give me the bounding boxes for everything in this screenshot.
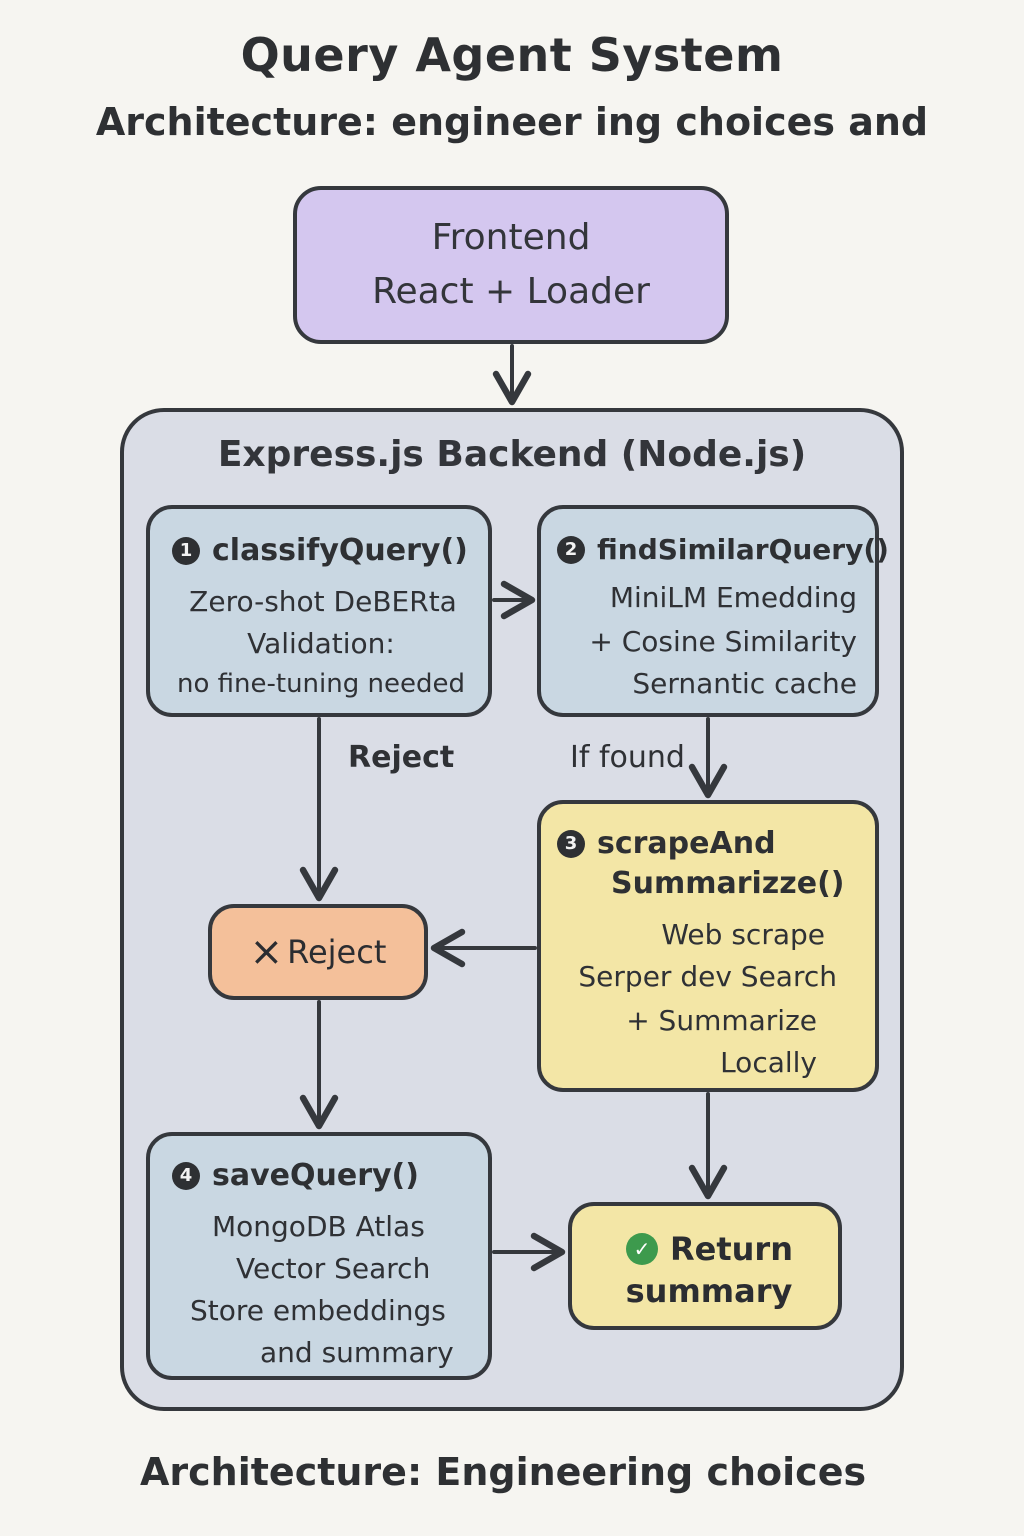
scrape-and-summarize-node: 3 scrapeAnd Summarizze() Web scrape Serp… (537, 800, 879, 1092)
diagram-title: Query Agent System (240, 28, 784, 82)
classify-detail-2: Validation: (247, 627, 395, 660)
similar-detail-3: Sernantic cache (632, 667, 857, 700)
step-number-4-icon: 4 (172, 1161, 200, 1190)
check-icon: ✓ (626, 1233, 658, 1265)
frontend-stack: React + Loader (372, 271, 650, 312)
classify-detail-3: no fine-tuning needed (177, 669, 465, 699)
save-detail-3: Store embeddings (190, 1294, 446, 1327)
classify-query-node: 1 classifyQuery() Zero-shot DeBERta Vali… (146, 505, 492, 717)
edge-label-reject: Reject (348, 740, 455, 775)
return-summary-node: ✓ Return summary (568, 1202, 842, 1330)
find-similar-query-name: findSimilarQuery() (597, 533, 889, 566)
frontend-title: Frontend (431, 217, 591, 258)
frontend-node: Frontend React + Loader (293, 186, 729, 344)
backend-title: Express.js Backend (Node.js) (217, 434, 807, 475)
edge-label-if-found: If found (570, 740, 685, 775)
scrape-name-line-1: scrapeAnd (597, 826, 776, 861)
step-number-2-icon: 2 (557, 535, 585, 564)
find-similar-query-node: 2 findSimilarQuery() MiniLM Emedding + C… (537, 505, 889, 717)
save-detail-2: Vector Search (236, 1252, 431, 1285)
reject-node: × Reject (208, 904, 428, 1000)
save-detail-1: MongoDB Atlas (212, 1210, 425, 1243)
classify-query-name: classifyQuery() (212, 533, 468, 568)
scrape-name-line-2: Summarizze() (611, 866, 845, 901)
save-query-name: saveQuery() (212, 1158, 419, 1193)
close-icon: × (249, 929, 284, 975)
reject-label: Reject (287, 933, 387, 971)
step-number-3-icon: 3 (557, 829, 585, 858)
scrape-detail-4: Locally (720, 1046, 817, 1079)
similar-detail-1: MiniLM Emedding (609, 581, 857, 614)
similar-detail-2: + Cosine Similarity (589, 625, 857, 658)
classify-detail-1: Zero-shot DeBERta (189, 585, 457, 618)
return-line-1: Return (670, 1230, 793, 1268)
diagram-subtitle: Architecture: engineer ing choices and (95, 100, 929, 144)
save-query-node: 4 saveQuery() MongoDB Atlas Vector Searc… (146, 1132, 492, 1380)
return-line-2: summary (625, 1272, 793, 1310)
scrape-detail-2: Serper dev Search (578, 960, 837, 993)
diagram-footer: Architecture: Engineering choices (140, 1450, 867, 1494)
scrape-detail-3: + Summarize (626, 1004, 817, 1037)
save-detail-4: and summary (260, 1336, 454, 1369)
step-number-1-icon: 1 (172, 536, 200, 565)
scrape-detail-1: Web scrape (661, 918, 825, 951)
